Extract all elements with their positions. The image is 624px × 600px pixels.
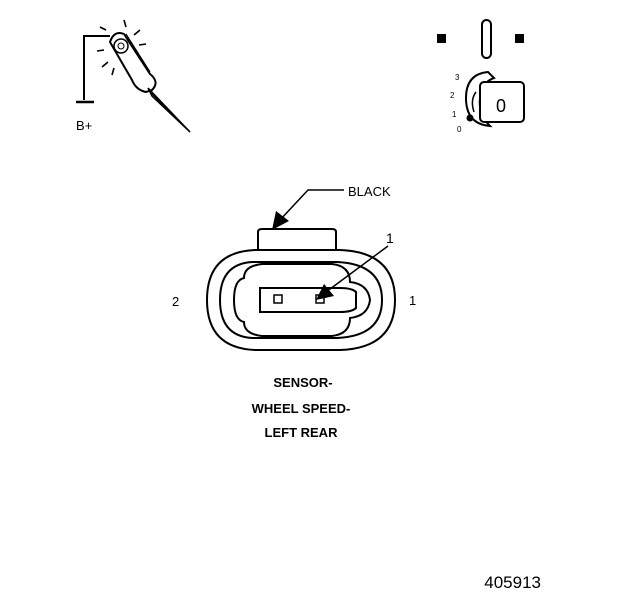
caption-line-2: WHEEL SPEED- — [252, 401, 351, 416]
ignition-switch-icon — [437, 19, 525, 128]
pin-callout-number: 1 — [386, 230, 394, 246]
test-light-bulb — [113, 38, 129, 54]
caption-line-1: SENSOR- — [273, 375, 332, 390]
figure-number: 405913 — [484, 573, 541, 592]
cavity-label-left: 2 — [172, 294, 179, 309]
connector-cavity — [232, 263, 372, 337]
light-rays — [96, 19, 147, 76]
key-slot-marker-left — [437, 34, 446, 43]
test-light-icon — [76, 19, 191, 133]
pin-callout-arrow — [316, 245, 389, 300]
cavity-label-right: 1 — [409, 293, 416, 308]
black-callout-arrow — [272, 189, 344, 230]
key-slot — [481, 19, 492, 59]
test-light-wire — [83, 35, 110, 100]
connector-color-label: BLACK — [348, 184, 391, 199]
key-head — [479, 81, 525, 123]
key-position-2: 2 — [450, 91, 455, 100]
key-number: 0 — [496, 96, 506, 116]
key-slot-marker-right — [515, 34, 524, 43]
key-position-1: 1 — [452, 110, 457, 119]
caption-line-3: LEFT REAR — [265, 425, 339, 440]
key-position-0: 0 — [457, 125, 462, 134]
b-plus-label: B+ — [76, 118, 92, 133]
terminal-pin-2 — [273, 294, 283, 304]
connector-face — [205, 228, 397, 351]
connector-latch — [257, 228, 337, 250]
position-indicator-dot — [466, 114, 474, 122]
connector-inner-wall — [218, 261, 384, 339]
key-position-3: 3 — [455, 73, 460, 82]
